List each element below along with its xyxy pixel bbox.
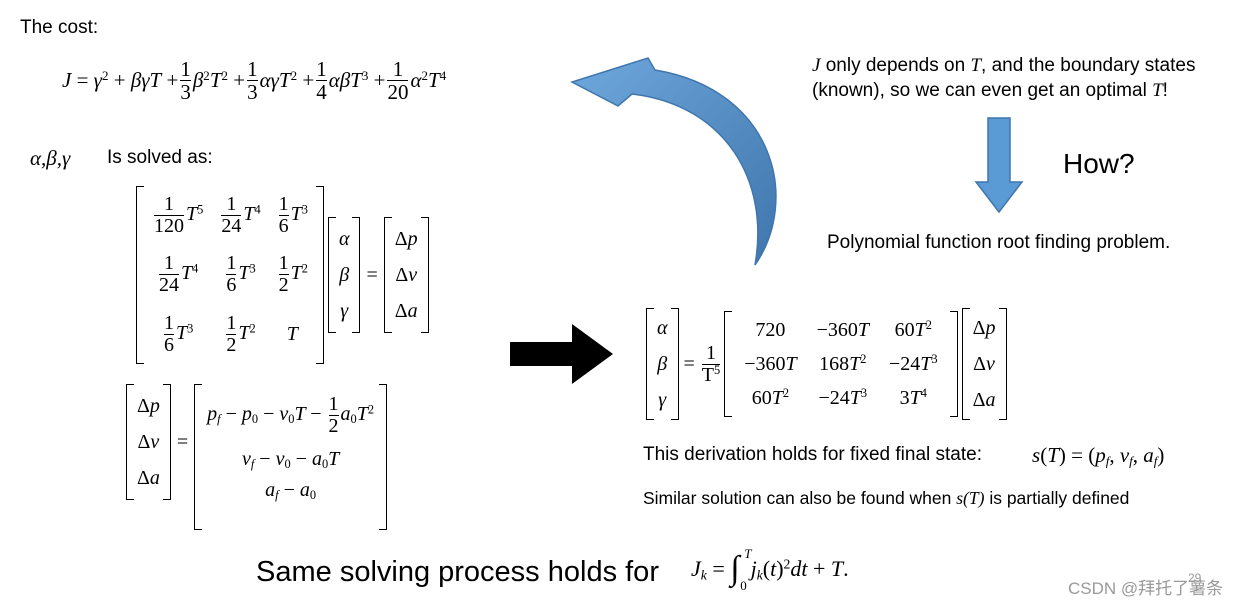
watermark: CSDN @拜托了薯条 [1068,579,1224,598]
jk-formula: Jk = ∫ T 0 jk(t)2dt + T. [691,546,849,593]
inverse-matrix: 720 −360T 60T2 −360T 168T2 −24T3 60T2 −2… [724,311,959,417]
down-arrow [974,117,1024,214]
abg-label: α,β,γ [30,146,71,170]
fixed-final-state-text: This derivation holds for fixed final st… [643,444,983,465]
same-process-text: Same solving process holds for [256,556,659,588]
how-question: How? [1063,148,1135,179]
final-state-formula: s(T) = (pf, vf, af) [1032,443,1165,469]
solved-as-text: Is solved as: [107,147,213,168]
curved-arrow [570,57,777,266]
partial-state-note: Similar solution can also be found when … [643,488,1130,508]
page-number: 29 [1188,571,1202,585]
cost-title: The cost: [20,17,99,38]
polynomial-root-note: Polynomial function root finding problem… [827,232,1171,253]
optimal-t-note: J only depends on T, and the boundary st… [812,55,1196,101]
right-arrow [510,324,613,384]
